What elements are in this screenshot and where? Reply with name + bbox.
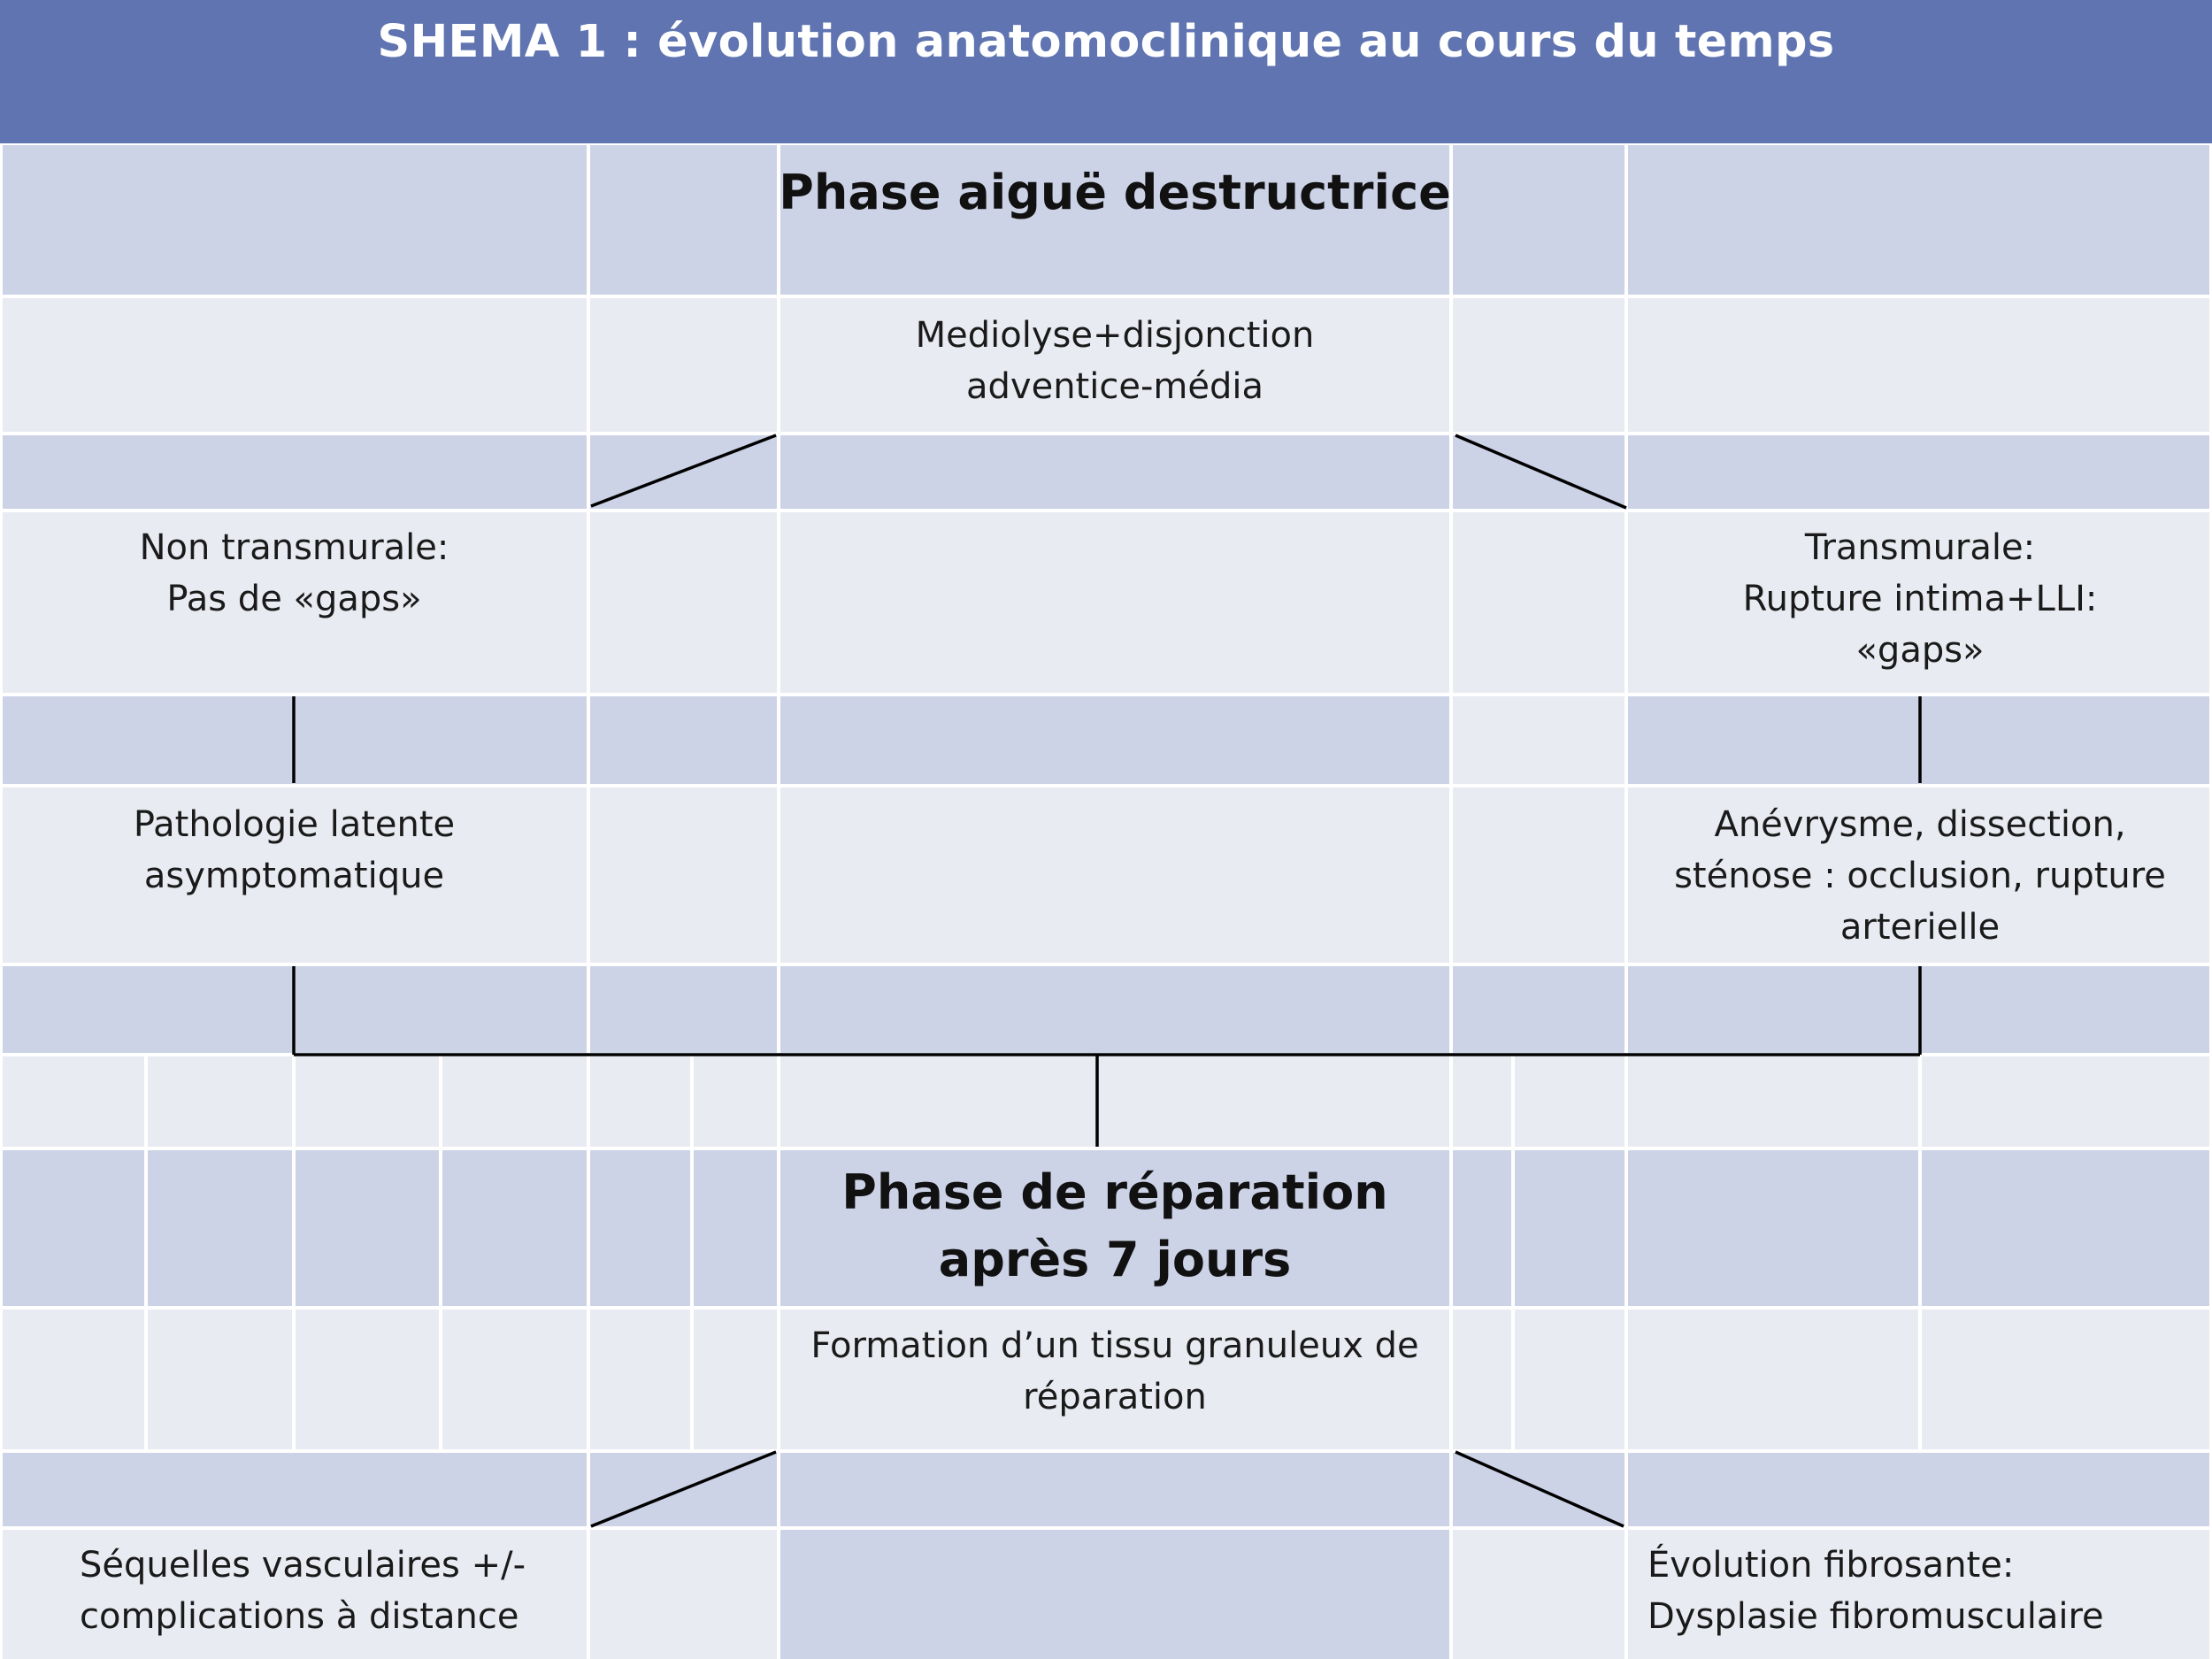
band-7	[0, 1055, 2212, 1148]
grid-hline-2	[0, 432, 2212, 435]
grid-hline-10	[0, 1449, 2212, 1453]
merged-cell-center-2	[779, 1451, 1451, 1659]
grid-vline-3	[1624, 143, 1628, 1659]
band-0	[0, 143, 2212, 296]
merged-cell-center-1	[779, 511, 1451, 695]
merged-cell-right-1	[1451, 695, 1626, 786]
band-2	[0, 434, 2212, 511]
non-transmural-box: Non transmurale: Pas de «gaps»	[139, 527, 449, 619]
title-banner	[0, 0, 2212, 143]
grid-hline-0	[0, 142, 2212, 145]
complications-box: Anévrysme, dissection, sténose : occlusi…	[1674, 804, 2166, 948]
acute-phase-heading: Phase aiguë destructrice	[779, 165, 1451, 220]
grid-right-border	[2209, 143, 2212, 1659]
grid-vline-1	[777, 143, 780, 1659]
grid-vline-0	[587, 143, 590, 1659]
connector-line-8	[590, 1450, 777, 1528]
grid-hline-9	[0, 1306, 2212, 1310]
grid-left-border	[0, 143, 3, 1659]
grid-hline-4	[0, 693, 2212, 696]
grid-vline-7	[690, 1055, 694, 1451]
diagram-title: SHEMA 1 : évolution anatomoclinique au c…	[377, 16, 1835, 68]
grid-vline-9	[1918, 1055, 1922, 1451]
grid-hline-11	[0, 1526, 2212, 1530]
grid-hline-3	[0, 509, 2212, 512]
grid-vline-5	[292, 1055, 296, 1451]
band-6	[0, 964, 2212, 1055]
acute-phase-description: Mediolyse+disjonction adventice-média	[915, 315, 1315, 407]
grid-hline-1	[0, 295, 2212, 298]
grid-vline-4	[144, 1055, 148, 1451]
grid-hline-5	[0, 784, 2212, 787]
grid-vline-2	[1449, 143, 1453, 1659]
band-8	[0, 1148, 2212, 1308]
grid-vline-6	[439, 1055, 442, 1451]
connector-line-1	[1455, 434, 1627, 510]
vascular-sequelae-box: Séquelles vasculaires +/- complications …	[80, 1545, 526, 1637]
connector-line-9	[1455, 1450, 1624, 1528]
band-5	[0, 786, 2212, 964]
band-4	[0, 695, 2212, 786]
connector-line-0	[590, 434, 777, 508]
latent-pathology-box: Pathologie latente asymptomatique	[133, 804, 456, 896]
grid-hline-6	[0, 963, 2212, 966]
grid-vline-8	[1511, 1055, 1515, 1451]
fibrosing-evolution-box: Évolution fibrosante: Dysplasie fibromus…	[1647, 1545, 2104, 1637]
band-9	[0, 1308, 2212, 1451]
repair-phase-heading: Phase de réparation après 7 jours	[841, 1164, 1388, 1287]
transmural-box: Transmurale: Rupture intima+LLI: «gaps»	[1742, 527, 2098, 671]
band-1	[0, 296, 2212, 434]
repair-phase-description: Formation d’un tissu granuleux de répara…	[810, 1325, 1419, 1417]
grid-hline-8	[0, 1147, 2212, 1150]
